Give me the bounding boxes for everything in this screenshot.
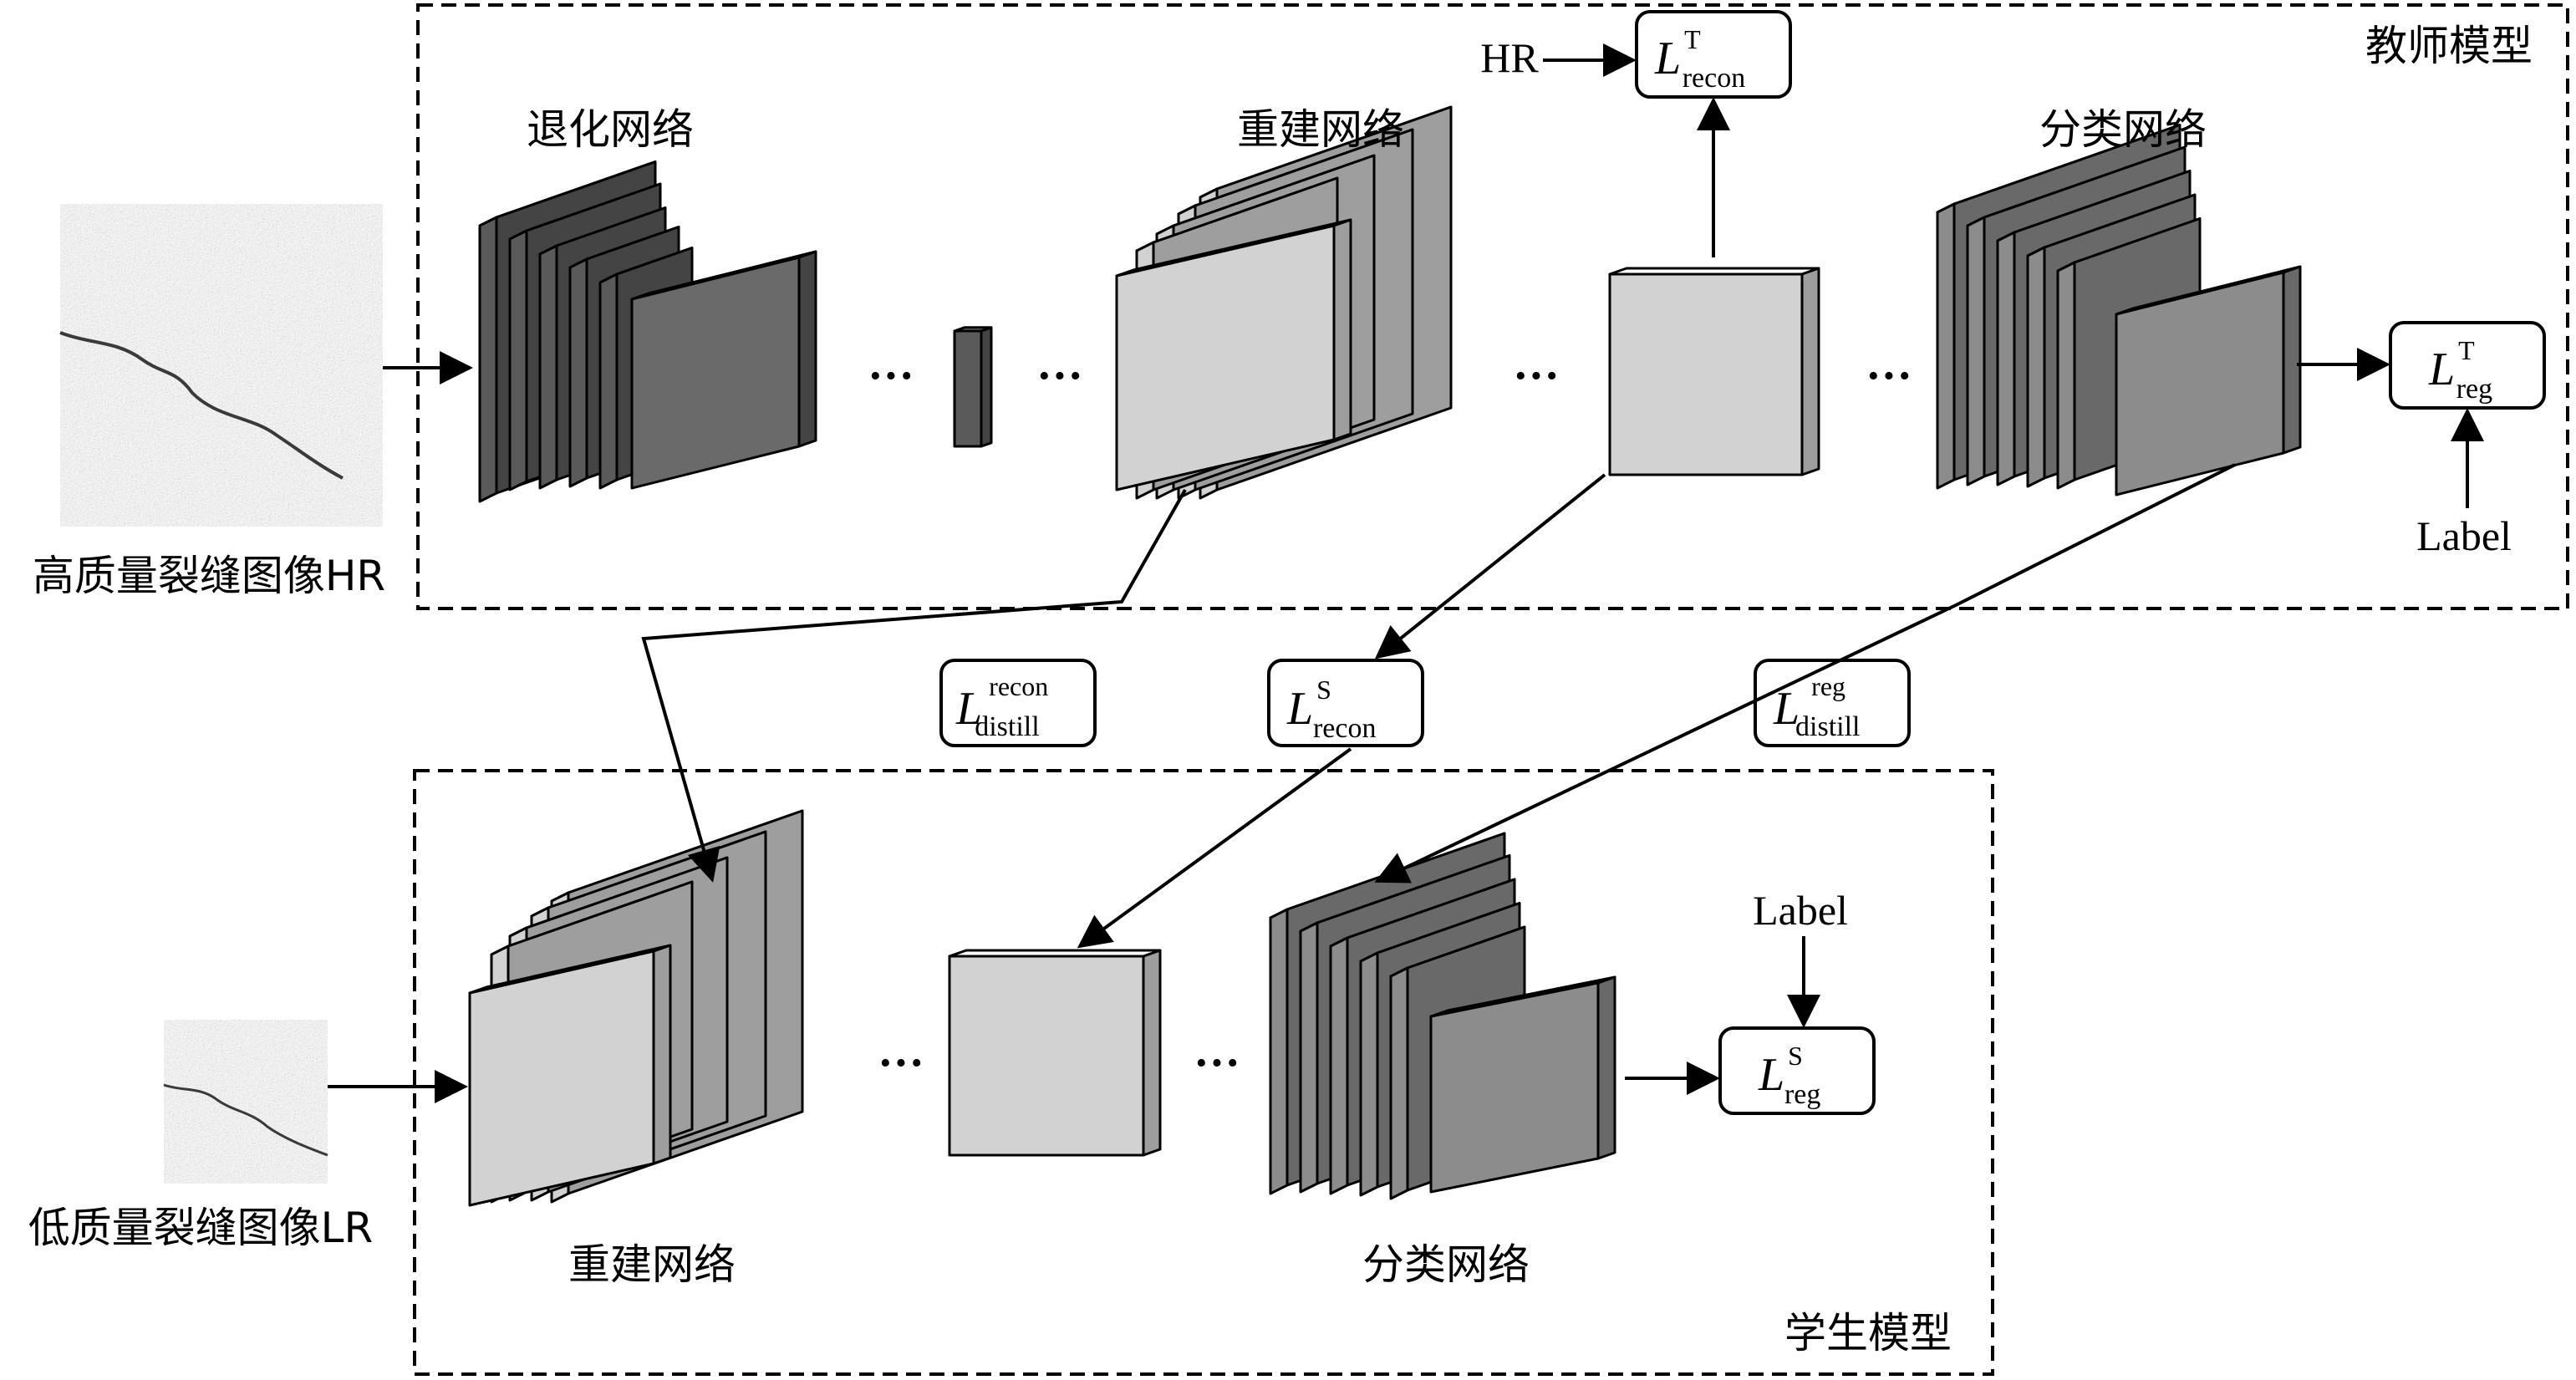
teacher-reconstructed-feature-block-slab-1-side <box>1800 267 1820 476</box>
teacher-degradation-network-stack-slab-2-front <box>508 229 528 491</box>
teacher-model-box <box>416 3 2569 610</box>
ellipsis-4: ··· <box>1866 350 1912 402</box>
student-classification-network-stack-slab-6-front <box>1429 981 1600 1194</box>
arrow-distill-reg <box>1374 463 2236 884</box>
student-classification-network-stack <box>1269 832 1616 1200</box>
student-classification-network-stack-slab-1-front <box>1269 908 1289 1195</box>
student-classification-network-stack-slab-2-front <box>1299 921 1319 1194</box>
teacher-classification-network-stack-slab-1-front <box>1936 202 1956 490</box>
student-reconstruction-network-stack <box>468 809 804 1207</box>
teacher-reconstruction-label: 重建网络 <box>1237 105 1404 154</box>
teacher-reconstruction-network-stack-slab-5-side <box>1332 218 1352 441</box>
teacher-model-label: 教师模型 <box>2365 22 2533 70</box>
teacher-bottleneck-block <box>953 326 993 448</box>
teacher-degradation-network-stack <box>478 160 817 503</box>
teacher-degradation-network-stack-slab-4-front <box>568 257 588 488</box>
teacher-label-input: Label <box>2416 512 2512 559</box>
student-classification-network-stack-slab-3-front <box>1329 936 1349 1195</box>
teacher-reconstructed-feature-block <box>1608 267 1820 476</box>
teacher-classification-network-stack <box>1936 124 2302 496</box>
student-reconstruction-network-stack-slab-5-front <box>468 950 655 1207</box>
teacher-classification-network-stack-slab-6-side <box>2282 265 2302 455</box>
teacher-degradation-network-stack-slab-6-side <box>797 250 817 448</box>
teacher-degradation-label: 退化网络 <box>527 105 694 154</box>
student-classification-network-stack-slab-6-side <box>1596 975 1616 1160</box>
teacher-bottleneck-block-slab-1-front <box>953 329 983 448</box>
teacher-reconstruction-network-stack-slab-5-front <box>1115 224 1336 491</box>
teacher-degradation-network-stack-slab-3-front <box>538 244 558 490</box>
ellipsis-1: ··· <box>868 350 914 402</box>
student-reconstruction-label: 重建网络 <box>568 1240 736 1289</box>
lr-image-label: 低质量裂缝图像LR <box>28 1204 374 1252</box>
teacher-degradation-network-stack-slab-5-front <box>598 272 619 490</box>
ellipsis-6: ··· <box>1194 1037 1240 1089</box>
teacher-degradation-network-stack-slab-6-front <box>630 256 801 490</box>
teacher-classification-network-stack-slab-2-front <box>1966 216 1986 486</box>
student-reconstructed-feature-block-slab-1-front <box>948 955 1145 1157</box>
teacher-bottleneck-block-slab-1-side <box>980 326 993 448</box>
arrow-teacher-feature-to-s-recon-loss <box>1374 473 1606 659</box>
arrow-distill-recon <box>641 489 1187 883</box>
ellipsis-2: ··· <box>1036 350 1083 402</box>
student-model-box <box>413 769 1994 1376</box>
lr-crack-image <box>163 1020 328 1184</box>
student-label-input: Label <box>1753 887 1848 934</box>
teacher-degradation-network-stack-slab-1-front <box>478 216 498 503</box>
teacher-reconstruction-network-stack <box>1115 105 1453 500</box>
teacher-reconstructed-feature-block-slab-1-front <box>1608 272 1804 476</box>
connection-arrows <box>328 43 2484 1103</box>
teacher-classification-network-stack-slab-4-front <box>2026 246 2046 488</box>
teacher-classification-network-stack-slab-3-front <box>1996 231 2016 486</box>
student-classification-network-stack-slab-4-front <box>1359 951 1379 1197</box>
ellipsis-3: ··· <box>1513 350 1560 402</box>
student-model-label: 学生模型 <box>1784 1309 1952 1357</box>
hr-image-label: 高质量裂缝图像HR <box>33 552 385 600</box>
hr-input-label: HR <box>1480 34 1539 81</box>
arrow-s-recon-loss-to-feature <box>1077 747 1352 949</box>
teacher-classification-network-stack-slab-6-front <box>2115 271 2285 496</box>
student-reconstruction-network-stack-slab-5-side <box>652 944 672 1165</box>
teacher-classification-network-stack-slab-5-front <box>2056 261 2076 490</box>
hr-crack-image <box>59 204 383 527</box>
student-classification-network-stack-slab-5-front <box>1389 966 1409 1200</box>
student-reconstructed-feature-block <box>948 949 1162 1157</box>
ellipsis-5: ··· <box>878 1037 924 1089</box>
teacher-classification-label: 分类网络 <box>2039 105 2207 154</box>
student-classification-label: 分类网络 <box>1362 1240 1530 1289</box>
student-reconstructed-feature-block-slab-1-side <box>1142 949 1162 1157</box>
